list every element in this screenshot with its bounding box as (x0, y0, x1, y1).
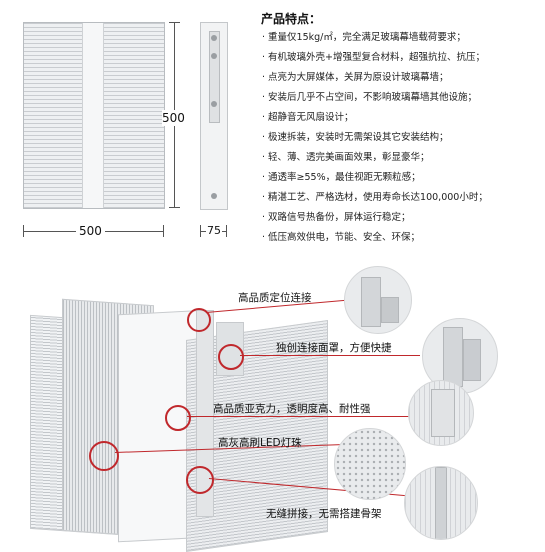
callout-marker (89, 441, 119, 471)
callout-marker (186, 466, 214, 494)
feature-item: · 精湛工艺、严格选材，使用寿命长达100,000小时； (262, 192, 488, 203)
callout-marker (218, 344, 244, 370)
callout-connection-cover: 独创连接面罩，方便快捷 (276, 342, 392, 354)
leader-line (240, 355, 420, 356)
callout-acrylic: 高品质亚克力，透明度高、耐性强 (213, 403, 371, 415)
zoom-detail-led (334, 428, 406, 500)
bolt-icon (211, 35, 217, 41)
height-label: 500 (162, 110, 185, 126)
height-dim-tick-bottom (169, 207, 180, 208)
callout-seamless-splicing: 无缝拼接，无需搭建骨架 (266, 508, 382, 520)
width-dim-tick-right (163, 225, 164, 237)
depth-dim-tick-right (226, 225, 227, 237)
feature-item: · 极速拆装，安装时无需架设其它安装结构； (262, 132, 449, 143)
led-panel-side-view (200, 22, 228, 210)
feature-item: · 超静音无风扇设计； (262, 112, 354, 123)
width-label: 500 (76, 224, 105, 238)
feature-item: · 点亮为大屏媒体，关屏为原设计玻璃幕墙； (262, 72, 449, 83)
side-bracket (209, 31, 220, 123)
zoom-detail-connector (344, 266, 412, 334)
leader-line (187, 416, 417, 417)
bolt-icon (211, 101, 217, 107)
feature-item: · 低压高效供电，节能、安全、环保； (262, 232, 421, 243)
panel-center-strip (82, 23, 104, 208)
callout-marker (187, 308, 211, 332)
feature-item: · 有机玻璃外壳+增强型复合材料，超强抗拉、抗压； (262, 52, 486, 63)
led-panel-front-view (23, 22, 165, 209)
width-dim-tick-left (23, 225, 24, 237)
feature-item: · 轻、薄、透完美画面效果，彰显豪华； (262, 152, 430, 163)
bolt-icon (211, 53, 217, 59)
feature-item: · 双路信号热备份，屏体运行稳定； (262, 212, 411, 223)
features-title: 产品特点： (261, 12, 322, 26)
callout-marker (165, 405, 191, 431)
depth-dim-tick-left (200, 225, 201, 237)
bolt-icon (211, 193, 217, 199)
feature-item: · 安装后几乎不占空间，不影响玻璃幕墙其他设施； (262, 92, 478, 103)
zoom-detail-acrylic (408, 380, 474, 446)
zoom-detail-seamless (404, 466, 478, 540)
callout-positioning-connection: 高品质定位连接 (238, 292, 312, 304)
depth-label: 75 (206, 224, 222, 237)
height-dim-tick-top (169, 22, 180, 23)
feature-item: · 重量仅15kg/㎡，完全满足玻璃幕墙载荷要求； (262, 32, 466, 43)
callout-led-beads: 高灰高刷LED灯珠 (218, 437, 302, 449)
feature-item: · 通透率≥55%，最佳视距无颗粒感； (262, 172, 421, 183)
